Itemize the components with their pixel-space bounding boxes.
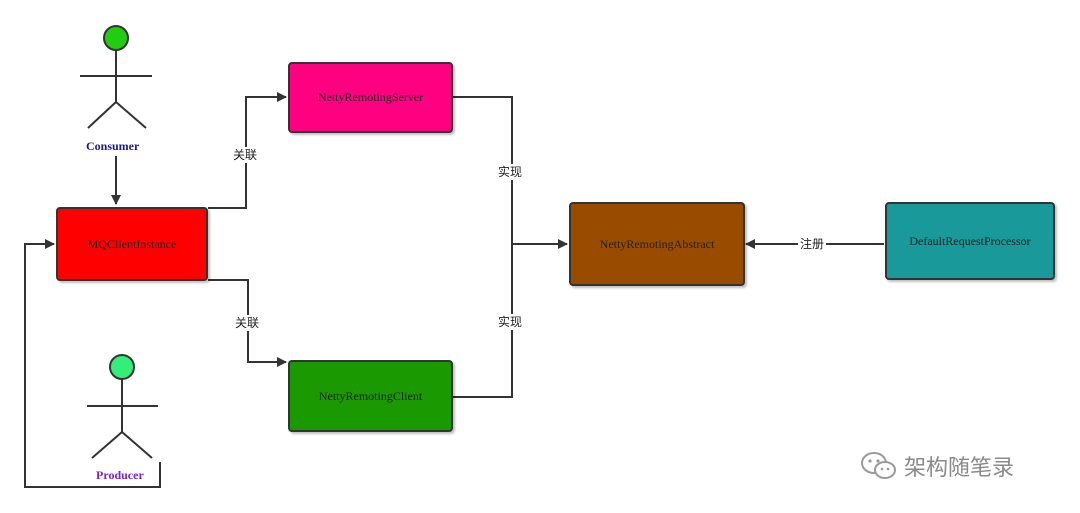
node-label: MQClientInstance [87, 236, 177, 251]
watermark-text: 架构随笔录 [904, 456, 1015, 481]
node-netty-remoting-abstract[interactable]: NettyRemotingAbstract [569, 202, 745, 286]
wechat-icon [861, 452, 896, 479]
node-default-request-processor[interactable]: DefaultRequestProcessor [885, 202, 1055, 280]
node-mq-client-instance[interactable]: MQClientInstance [56, 207, 208, 281]
watermark: 架构随笔录 [860, 450, 1014, 482]
consumer-actor-figure [80, 25, 152, 129]
node-label: DefaultRequestProcessor [909, 233, 1031, 248]
edge-producer-to-mqclient [24, 239, 161, 488]
producer-label: Producer [96, 468, 144, 482]
edge-client-to-abstract [453, 244, 513, 398]
node-label: NettyRemotingAbstract [599, 236, 715, 251]
edge-label-associate-top: 关联 [231, 147, 260, 163]
edge-label-associate-bottom: 关联 [233, 315, 262, 331]
edge-label-implement-top: 实现 [496, 164, 525, 180]
producer-actor-figure [87, 354, 158, 459]
node-netty-remoting-client[interactable]: NettyRemotingClient [288, 360, 453, 432]
node-netty-remoting-server[interactable]: NettyRemotingServer [288, 62, 453, 133]
consumer-head [103, 25, 129, 51]
node-label: NettyRemotingServer [317, 90, 424, 104]
producer-head [109, 354, 135, 380]
edge-label-implement-bottom: 实现 [496, 314, 525, 330]
consumer-label: Consumer [86, 139, 140, 153]
node-label: NettyRemotingClient [318, 388, 423, 403]
edge-label-register: 注册 [798, 236, 827, 252]
